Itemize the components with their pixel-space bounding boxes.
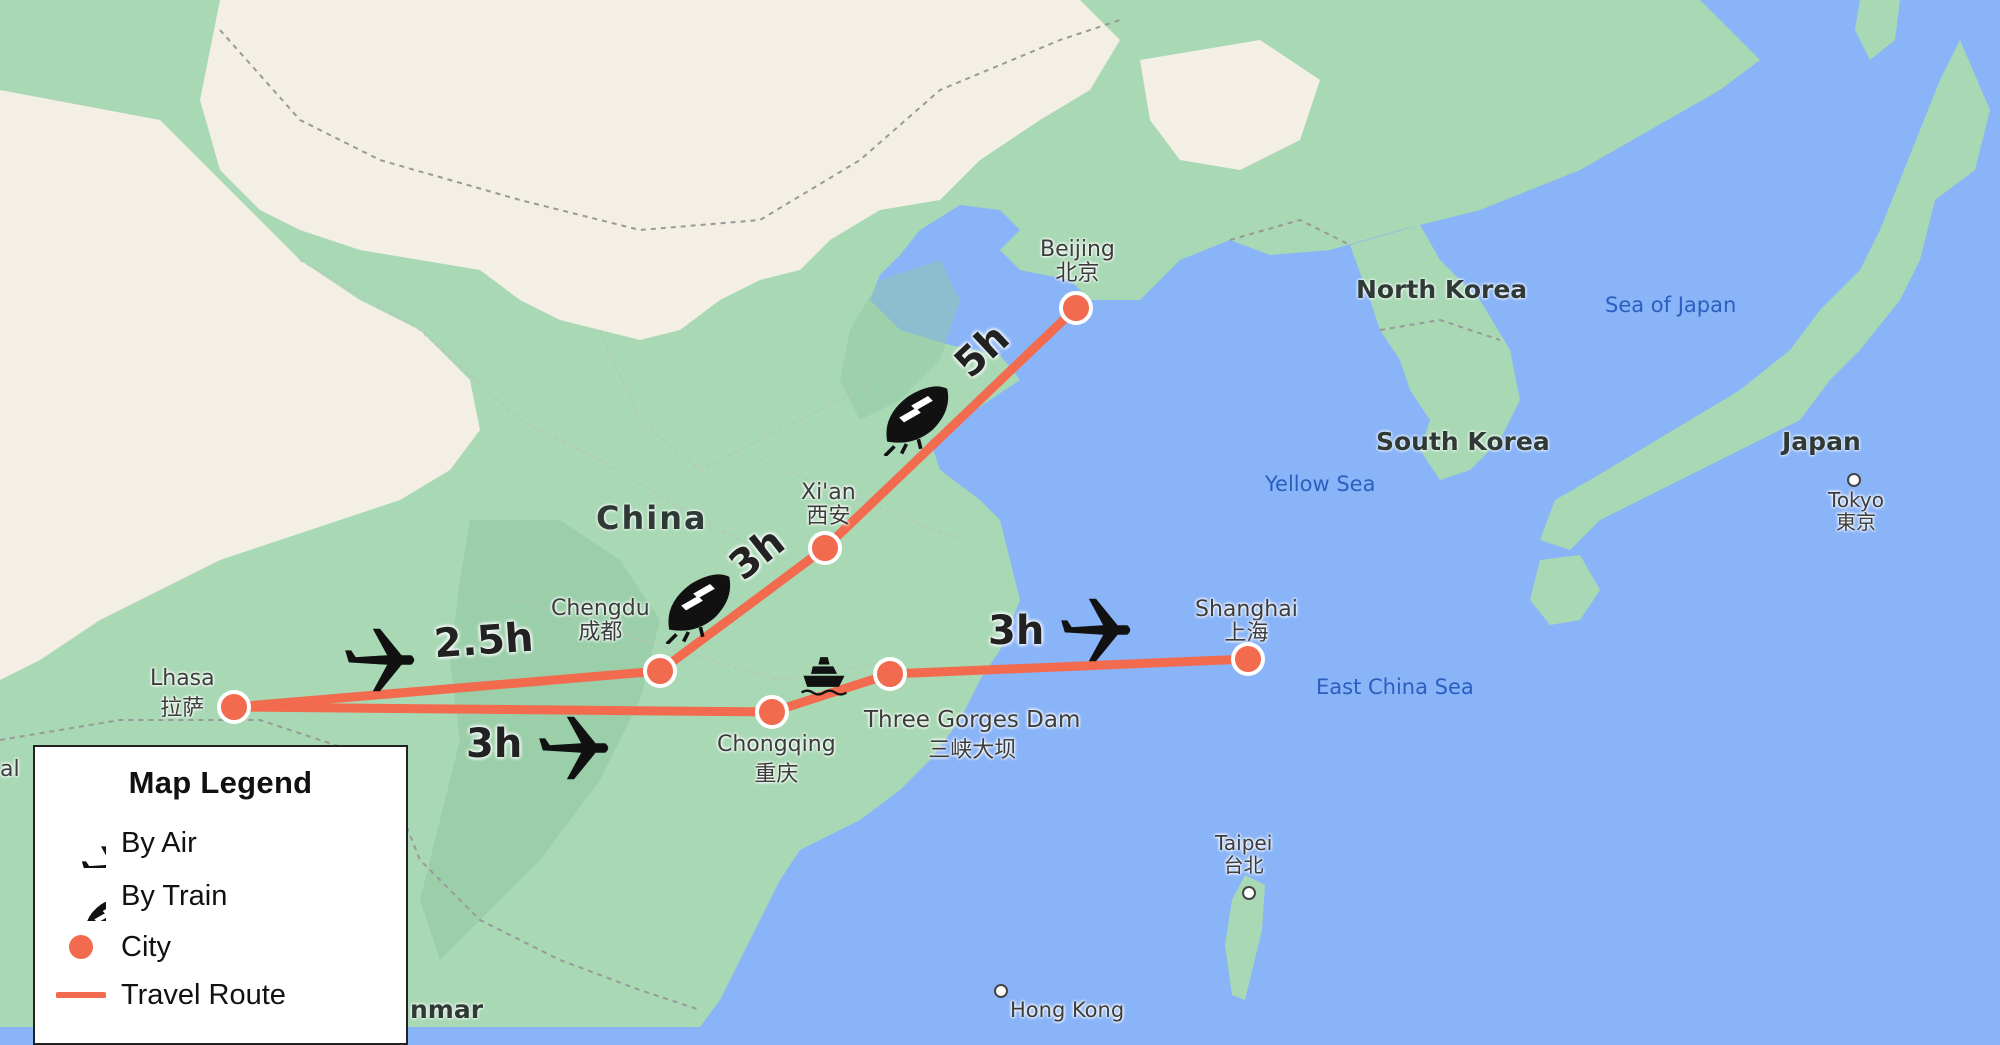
japan-land [1540, 40, 1990, 550]
legend-item-city: City [53, 924, 393, 970]
travel-routes [229, 303, 1253, 717]
city-dot-chengdu[interactable] [643, 654, 677, 688]
kyushu-land [1530, 555, 1600, 625]
three-gorges-zh: 三峡大坝 [928, 738, 1017, 764]
city-dot-chongqing[interactable] [755, 695, 789, 729]
duration-three-gorges-shanghai: 3h [988, 608, 1045, 654]
shanghai-zh: 上海 [1224, 621, 1269, 647]
label-three-gorges: Three Gorges Dam 三峡大坝 [864, 707, 1081, 764]
route-three-gorges-shanghai [885, 654, 1253, 679]
duration-lhasa-chongqing: 3h [466, 721, 523, 767]
city-dot-three-gorges[interactable] [873, 657, 907, 691]
route-lhasa-chengdu [229, 666, 665, 712]
northern-desert [200, 0, 1120, 340]
label-taipei: Taipei 台北 [1215, 832, 1272, 876]
route-line-icon [53, 972, 109, 1018]
beijing-en: Beijing [1040, 237, 1115, 262]
legend-title: Map Legend [128, 765, 313, 800]
route-xian-beijing [820, 303, 1081, 553]
legend-label-route: Travel Route [121, 979, 286, 1011]
korea-land [1350, 225, 1520, 480]
label-shanghai: Shanghai 上海 [1195, 597, 1298, 647]
label-yellow-sea: Yellow Sea [1265, 472, 1376, 496]
city-dot-lhasa[interactable] [217, 690, 251, 724]
hong-kong-dot [994, 984, 1008, 998]
western-plateau [0, 90, 480, 680]
shanghai-en: Shanghai [1195, 597, 1298, 622]
tokyo-dot [1847, 473, 1861, 487]
legend-item-route: Travel Route [53, 972, 393, 1018]
xian-zh: 西安 [806, 504, 851, 530]
route-chengdu-xian [655, 543, 830, 676]
map-legend: Map Legend By Air By Train City Travel R… [33, 745, 408, 1045]
legend-item-air: By Air [53, 820, 393, 866]
city-dot-shanghai[interactable] [1231, 642, 1265, 676]
label-japan: Japan [1782, 427, 1861, 456]
border-korea [1379, 318, 1501, 341]
route-chongqing-three-gorges [767, 669, 895, 717]
chengdu-en: Chengdu [551, 596, 650, 621]
sakhalin-land [1855, 0, 1900, 60]
tokyo-zh: 東京 [1836, 510, 1876, 534]
xian-en: Xi'an [801, 480, 856, 505]
legend-label-air: By Air [121, 827, 197, 859]
label-lhasa: Lhasa 拉萨 [150, 666, 215, 722]
label-sea-of-japan: Sea of Japan [1605, 293, 1737, 317]
label-nepal-fragment: al [0, 757, 20, 782]
label-china: China [596, 499, 708, 537]
label-tokyo: Tokyo 東京 [1828, 489, 1884, 533]
label-south-korea: South Korea [1376, 427, 1550, 456]
tokyo-en: Tokyo [1828, 488, 1884, 512]
city-markers [217, 291, 1265, 729]
chongqing-en: Chongqing [717, 732, 836, 757]
legend-label-city: City [121, 931, 171, 963]
mountain-shade-2 [840, 260, 960, 420]
chengdu-zh: 成都 [578, 620, 623, 646]
taipei-zh: 台北 [1223, 853, 1264, 877]
train-icon [53, 873, 109, 919]
label-north-korea: North Korea [1356, 275, 1528, 304]
manchuria-plains [1140, 40, 1320, 170]
border-china-nk [1229, 218, 1351, 246]
route-lhasa-chongqing [229, 702, 777, 717]
city-dot-beijing[interactable] [1059, 291, 1093, 325]
lhasa-en: Lhasa [150, 666, 215, 691]
duration-lhasa-chengdu: 2.5h [432, 614, 535, 668]
beijing-zh: 北京 [1055, 261, 1100, 287]
airplane-icon [53, 820, 109, 866]
chongqing-zh: 重庆 [754, 762, 799, 788]
label-xian: Xi'an 西安 [801, 480, 856, 530]
province-borders [299, 259, 961, 681]
label-chongqing: Chongqing 重庆 [717, 732, 836, 788]
taipei-en: Taipei [1215, 831, 1273, 855]
taiwan-land [1225, 875, 1265, 1000]
taipei-dot [1242, 886, 1256, 900]
label-beijing: Beijing 北京 [1040, 237, 1115, 287]
label-hong-kong: Hong Kong [1010, 998, 1125, 1022]
three-gorges-en: Three Gorges Dam [864, 707, 1081, 733]
label-chengdu: Chengdu 成都 [551, 596, 650, 646]
label-east-china-sea: East China Sea [1316, 675, 1474, 699]
lhasa-zh: 拉萨 [160, 696, 205, 722]
city-dot-icon [53, 924, 109, 970]
legend-item-train: By Train [53, 873, 393, 919]
label-myanmar-fragment: nmar [410, 995, 484, 1024]
legend-label-train: By Train [121, 880, 228, 912]
city-dot-xian[interactable] [808, 531, 842, 565]
